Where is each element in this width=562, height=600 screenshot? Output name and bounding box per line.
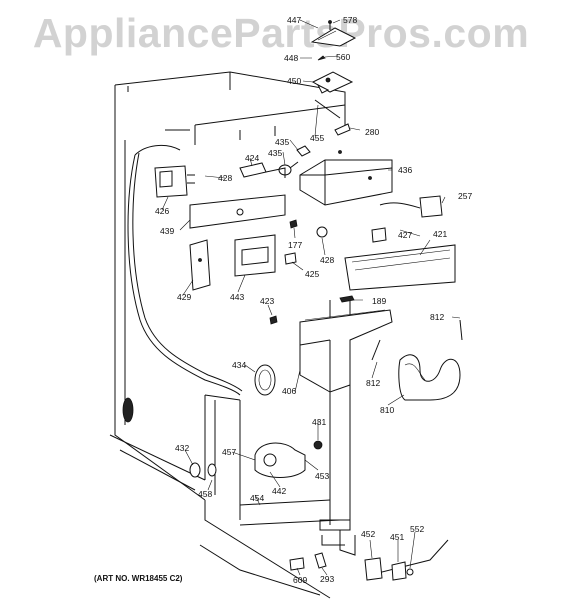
callout-423: 423: [260, 296, 274, 306]
wire-connector: [154, 165, 195, 198]
defrost-heater: [371, 319, 463, 401]
callout-431: 431: [312, 417, 326, 427]
callout-427: 427: [398, 230, 412, 240]
callout-812-a: 812: [430, 312, 444, 322]
callout-812-b: 812: [366, 378, 380, 388]
leader-lines: [161, 19, 461, 576]
callout-421: 421: [433, 229, 447, 239]
light-socket-bulb: [278, 145, 311, 176]
callout-447: 447: [287, 15, 301, 25]
callout-426: 426: [155, 206, 169, 216]
callout-428-a: 428: [218, 173, 232, 183]
callout-452: 452: [361, 529, 375, 539]
callout-labels: 447 578 448 560 450 280 455 435 435 436 …: [155, 15, 472, 585]
small-fasteners: [269, 219, 355, 325]
callout-189: 189: [372, 296, 386, 306]
callout-609: 609: [293, 575, 307, 585]
callout-435-b: 435: [268, 148, 282, 158]
callout-439: 439: [160, 226, 174, 236]
callout-458: 458: [198, 489, 212, 499]
wire-harness: [127, 144, 243, 396]
watermark: AppliancePartsPros.com: [32, 10, 530, 56]
callout-436: 436: [398, 165, 412, 175]
control-housing: [299, 150, 393, 206]
art-number: (ART NO. WR18455 C2): [94, 574, 183, 583]
bracket: [189, 194, 286, 229]
callout-293: 293: [320, 574, 334, 584]
mullion-cover: [344, 244, 456, 291]
callout-434: 434: [232, 360, 246, 370]
callout-442: 442: [272, 486, 286, 496]
callout-448: 448: [284, 53, 298, 63]
callout-560: 560: [336, 52, 350, 62]
callout-454: 454: [250, 493, 264, 503]
callout-453: 453: [315, 471, 329, 481]
callout-428-b: 428: [320, 255, 334, 265]
callout-443: 443: [230, 292, 244, 302]
callout-455: 455: [310, 133, 324, 143]
air-duct: [299, 309, 393, 393]
top-hinge-assembly: [310, 20, 357, 136]
callout-578: 578: [343, 15, 357, 25]
callout-280: 280: [365, 127, 379, 137]
lower-parts: [122, 397, 414, 581]
callout-425: 425: [305, 269, 319, 279]
fan-motor: [254, 440, 323, 478]
callout-429: 429: [177, 292, 191, 302]
callout-424: 424: [245, 153, 259, 163]
switch: [239, 162, 286, 178]
callout-406: 406: [282, 386, 296, 396]
grommet: [254, 364, 276, 396]
callout-435-a: 435: [275, 137, 289, 147]
bracket-side: [189, 239, 211, 291]
callout-432: 432: [175, 443, 189, 453]
callout-450: 450: [287, 76, 301, 86]
callout-177: 177: [288, 240, 302, 250]
callout-552: 552: [410, 524, 424, 534]
callout-810: 810: [380, 405, 394, 415]
callout-457: 457: [222, 447, 236, 457]
bracket-center: [234, 234, 276, 277]
thermostat: [371, 195, 443, 243]
callout-451: 451: [390, 532, 404, 542]
callout-257: 257: [458, 191, 472, 201]
